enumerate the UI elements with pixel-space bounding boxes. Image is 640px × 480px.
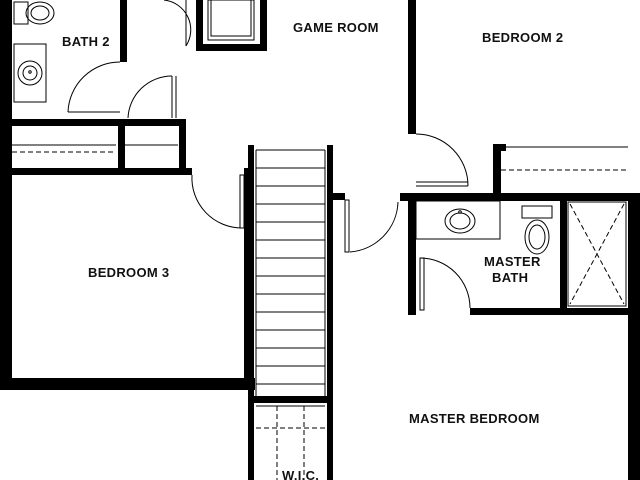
wall-bedroom2-bottom: [400, 193, 640, 201]
wall-bath2-right-upper: [120, 0, 127, 62]
wall-bedroom2-left: [408, 0, 416, 134]
wall-tub-left: [196, 0, 203, 50]
master-sink-icon: [415, 200, 501, 240]
wall-bath2-left: [0, 0, 12, 128]
fixtures: [12, 0, 628, 480]
door-swing-hall-closet: [127, 75, 177, 119]
door-swing-master-hall: [344, 199, 399, 253]
wall-stair-right: [327, 145, 333, 480]
stairs: [255, 149, 326, 396]
wall-bedroom3-left: [0, 120, 12, 390]
room-labels: BATH 2 GAME ROOM BEDROOM 2 BEDROOM 3 MAS…: [62, 20, 563, 480]
wall-stair-left: [248, 145, 254, 480]
wall-master-bath-left: [408, 193, 416, 315]
wall-right-edge: [628, 193, 640, 480]
door-swing-bath2: [67, 61, 121, 113]
wall-linen-divider: [118, 119, 125, 171]
wall-master-bath-shower-left: [560, 200, 567, 310]
label-master-bath-line2: BATH: [492, 270, 528, 285]
label-game-room: GAME ROOM: [293, 20, 379, 35]
wall-bedroom2-closet-left: [493, 144, 501, 200]
label-bedroom2: BEDROOM 2: [482, 30, 563, 45]
door-swing-bedroom3: [191, 174, 245, 229]
door-swing-master-bath: [419, 257, 471, 311]
label-bedroom3: BEDROOM 3: [88, 265, 169, 280]
wall-tub-right: [260, 0, 267, 50]
door-swing-bedroom2: [415, 133, 469, 187]
bathtub-icon: [207, 0, 255, 41]
label-master-bath-line1: MASTER: [484, 254, 541, 269]
wall-bath2-bottom: [0, 119, 127, 126]
wall-game-room-right-stub: [333, 193, 345, 200]
toilet-icon: [13, 1, 55, 25]
wall-hall-closet-top: [127, 119, 186, 126]
wall-bedroom2-closet-top: [493, 144, 506, 151]
shower-icon: [567, 201, 627, 307]
label-bath2: BATH 2: [62, 34, 110, 49]
wall-stair-bottom: [248, 396, 333, 403]
wall-bedroom3-bottom: [0, 378, 255, 390]
wall-master-bath-bottom: [470, 308, 640, 315]
label-master-bedroom: MASTER BEDROOM: [409, 411, 540, 426]
wic-closet: [256, 405, 325, 480]
master-toilet-icon: [521, 205, 553, 255]
wall-tub-bottom: [196, 44, 267, 51]
wall-hall-closet-right: [179, 119, 186, 171]
label-wic: W.I.C.: [282, 468, 319, 480]
sink-icon: [13, 43, 47, 103]
